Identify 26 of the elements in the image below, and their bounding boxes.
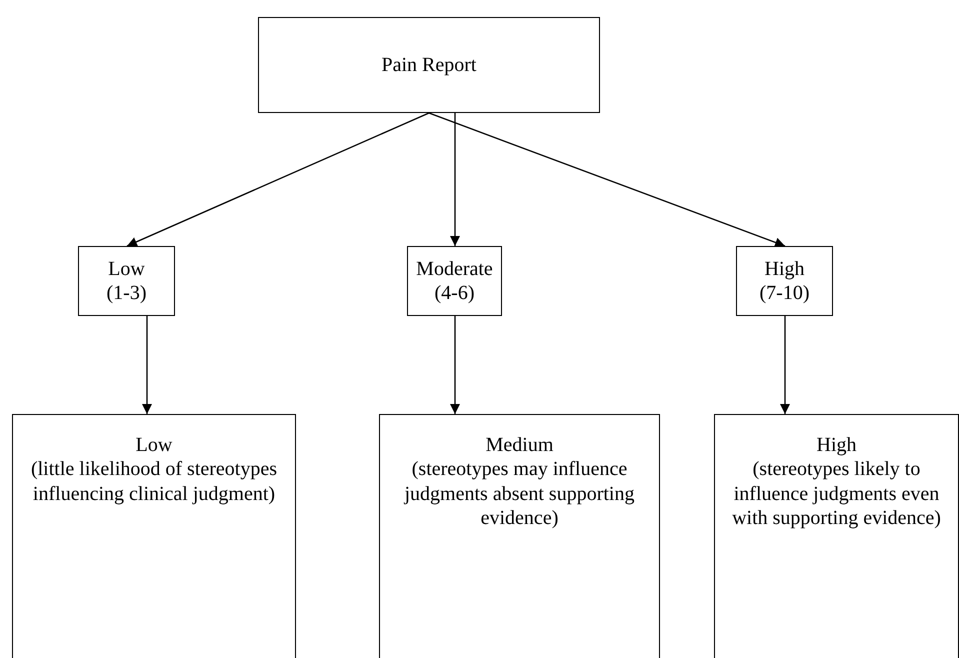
arrow: [450, 113, 460, 246]
arrow: [428, 112, 786, 248]
node-description: (1-3): [106, 281, 146, 306]
category-box: [407, 246, 502, 316]
arrow: [142, 316, 152, 414]
arrow: [126, 112, 430, 247]
node-title: Low: [108, 256, 145, 281]
node-title: Low: [136, 433, 172, 458]
node-description: (4-6): [434, 281, 474, 306]
node-description: (little likelihood of stereotypes influencing clinical judgment): [30, 457, 278, 506]
node-description: (stereotypes may influence judgments absent supporting evidence): [402, 457, 636, 531]
arrow: [780, 316, 790, 414]
node-title: Medium: [486, 433, 554, 458]
node-title: High: [764, 256, 804, 281]
outcome-box: [714, 414, 959, 658]
arrow: [450, 316, 460, 414]
outcome-box: [12, 414, 296, 658]
process-box: [258, 17, 600, 113]
node-description: (7-10): [760, 281, 810, 306]
node-title: Pain Report: [382, 52, 476, 78]
category-box: [736, 246, 833, 316]
outcome-box: [379, 414, 660, 658]
category-box: [78, 246, 175, 316]
node-title: High: [816, 433, 856, 458]
node-title: Moderate: [416, 256, 493, 281]
node-description: (stereotypes likely to influence judgments even with supporting evidence): [731, 457, 942, 531]
